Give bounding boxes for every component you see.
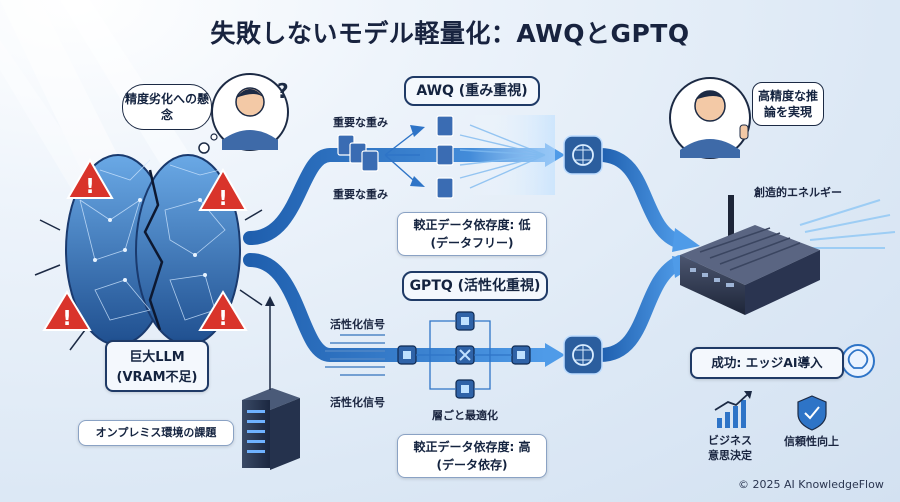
gptq-dependency-box: 較正データ依存度: 高 (データ依存) — [397, 434, 547, 478]
business-label: ビジネス 意思決定 — [708, 433, 752, 463]
warning-icon: ! — [42, 290, 92, 331]
awq-header: AWQ (重み重視) — [404, 76, 540, 106]
svg-text:!: ! — [85, 174, 94, 198]
llm-label-box: 巨大LLM (VRAM不足) — [105, 340, 209, 392]
growth-chart-icon — [714, 391, 752, 428]
gptq-dependency-line2: (データ依存) — [436, 458, 508, 472]
success-box: 成功: エッジAI導入 — [690, 347, 844, 379]
warning-icon: ! — [198, 290, 248, 331]
awq-dependency-box: 較正データ依存度: 低 (データフリー) — [397, 212, 547, 256]
svg-text:!: ! — [218, 186, 227, 210]
business-label-line1: ビジネス — [708, 434, 752, 447]
inference-bubble: 高精度な推論を実現 — [752, 82, 824, 126]
gptq-label-bottom: 活性化信号 — [330, 396, 385, 409]
document-icon — [337, 134, 379, 172]
llm-label-line1: 巨大LLM — [129, 350, 185, 365]
brain-chip-icon — [563, 335, 603, 375]
energy-label: 創造的エネルギー — [754, 186, 842, 199]
gptq-header: GPTQ (活性化重視) — [402, 271, 548, 301]
warning-icon: ! — [66, 158, 114, 199]
concern-bubble: 精度劣化への懸念 — [122, 84, 212, 130]
llm-label-line2: (VRAM不足) — [116, 370, 198, 385]
awq-label-top: 重要な重み — [333, 116, 388, 129]
svg-text:?: ? — [277, 79, 289, 103]
onprem-label: オンプレミス環境の課題 — [78, 420, 234, 446]
footer-copyright: © 2025 AI KnowledgeFlow — [738, 478, 884, 491]
awq-label-bottom: 重要な重み — [333, 188, 388, 201]
gptq-dependency-line1: 較正データ依存度: 高 — [413, 440, 531, 454]
awq-dependency-line2: (データフリー) — [430, 236, 514, 250]
worried-person-icon: ? — [211, 73, 289, 151]
trust-label: 信頼性向上 — [784, 435, 839, 448]
activation-signal-arrows — [325, 334, 385, 376]
awq-compression-glow — [459, 115, 555, 195]
business-label-line2: 意思決定 — [708, 449, 752, 462]
document-icon — [436, 115, 454, 199]
confident-person-icon — [669, 77, 751, 159]
edge-device-icon — [680, 195, 820, 315]
brain-icon — [841, 344, 875, 378]
brain-chip-icon — [563, 135, 603, 175]
shield-check-icon — [797, 395, 827, 431]
awq-dependency-line1: 較正データ依存度: 低 — [413, 218, 531, 232]
flow-arrows — [243, 148, 687, 362]
gptq-label-top: 活性化信号 — [330, 318, 385, 331]
gptq-arrowhead — [545, 343, 565, 367]
svg-text:!: ! — [218, 306, 227, 330]
server-rack-icon — [242, 388, 300, 470]
energy-streaks — [799, 199, 896, 249]
warning-icon: ! — [198, 167, 248, 211]
svg-text:!: ! — [62, 306, 71, 330]
page-title: 失敗しないモデル軽量化：AWQとGPTQ — [210, 19, 690, 48]
gptq-layer-label: 層ごと最適化 — [432, 409, 498, 422]
